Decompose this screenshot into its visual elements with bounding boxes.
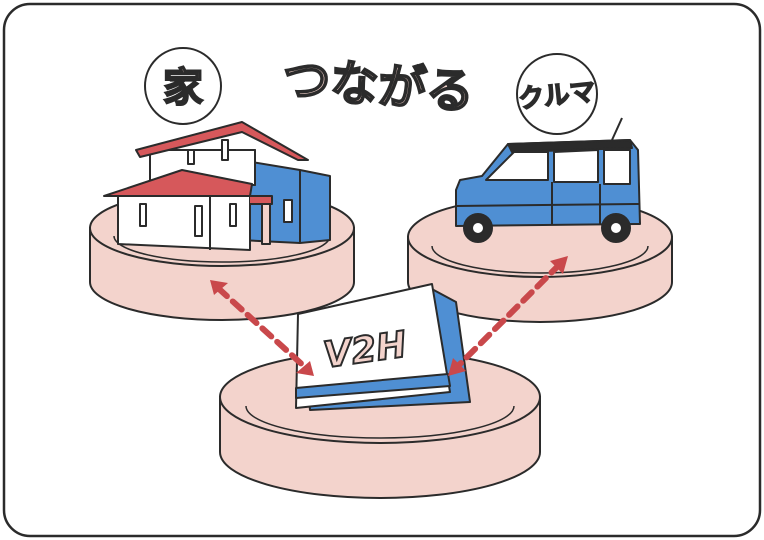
v2h-unit — [295, 283, 471, 411]
house-illustration — [103, 121, 331, 251]
arrow-car-v2h — [448, 256, 568, 376]
car-illustration — [455, 117, 641, 243]
house-label-bubble — [144, 47, 222, 125]
house-label: 家 — [163, 65, 203, 111]
arrow-house-v2h — [210, 280, 314, 376]
car-label-bubble — [516, 53, 598, 135]
